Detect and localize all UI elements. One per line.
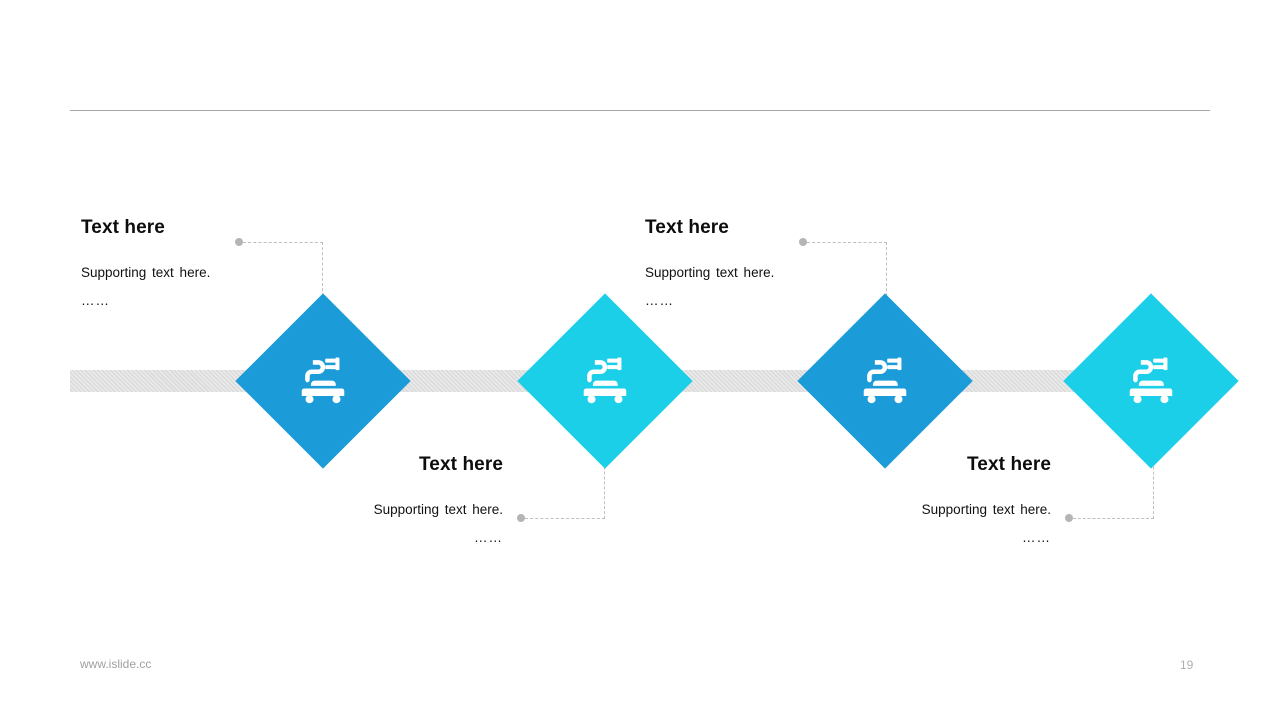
page-number: 19: [1180, 658, 1194, 672]
connector-dot-3: [799, 238, 807, 246]
timeline-node-2[interactable]: [517, 293, 693, 469]
text-block-subtitle: Supporting text here.: [921, 501, 1051, 517]
text-block-title: Text here: [419, 454, 503, 475]
connector-elbow-4: [1065, 437, 1157, 527]
ev-charging-car-icon: [823, 319, 947, 443]
track-segment-1: [70, 370, 270, 392]
text-block-3: Text here Supporting text here. ……: [645, 217, 945, 309]
connector-elbow-3: [799, 237, 889, 327]
connector-dot-4: [1065, 514, 1073, 522]
text-block-ellipsis: ……: [1022, 530, 1051, 546]
connector-dot-1: [235, 238, 243, 246]
text-block-ellipsis: ……: [81, 293, 110, 309]
text-block-subtitle: Supporting text here.: [373, 501, 503, 517]
text-block-4: Text here Supporting text here. ……: [751, 454, 1051, 546]
text-block-ellipsis: ……: [645, 293, 674, 309]
text-block-subtitle: Supporting text here.: [645, 264, 775, 280]
connector-elbow-1: [235, 237, 325, 327]
ev-charging-car-icon: [261, 319, 385, 443]
text-block-1: Text here Supporting text here. ……: [81, 217, 381, 309]
connector-dot-2: [517, 514, 525, 522]
text-block-title: Text here: [967, 454, 1051, 475]
timeline-node-3[interactable]: [797, 293, 973, 469]
text-block-2: Text here Supporting text here. ……: [203, 454, 503, 546]
text-block-title: Text here: [81, 217, 165, 238]
timeline-node-1[interactable]: [235, 293, 411, 469]
ev-charging-car-icon: [1089, 319, 1213, 443]
header-divider: [70, 110, 1210, 111]
connector-elbow-2: [517, 437, 607, 527]
text-block-title: Text here: [645, 217, 729, 238]
text-block-subtitle: Supporting text here.: [81, 264, 211, 280]
ev-charging-car-icon: [543, 319, 667, 443]
footer-url[interactable]: www.islide.cc: [80, 657, 152, 671]
timeline-node-4[interactable]: [1063, 293, 1239, 469]
text-block-ellipsis: ……: [474, 530, 503, 546]
